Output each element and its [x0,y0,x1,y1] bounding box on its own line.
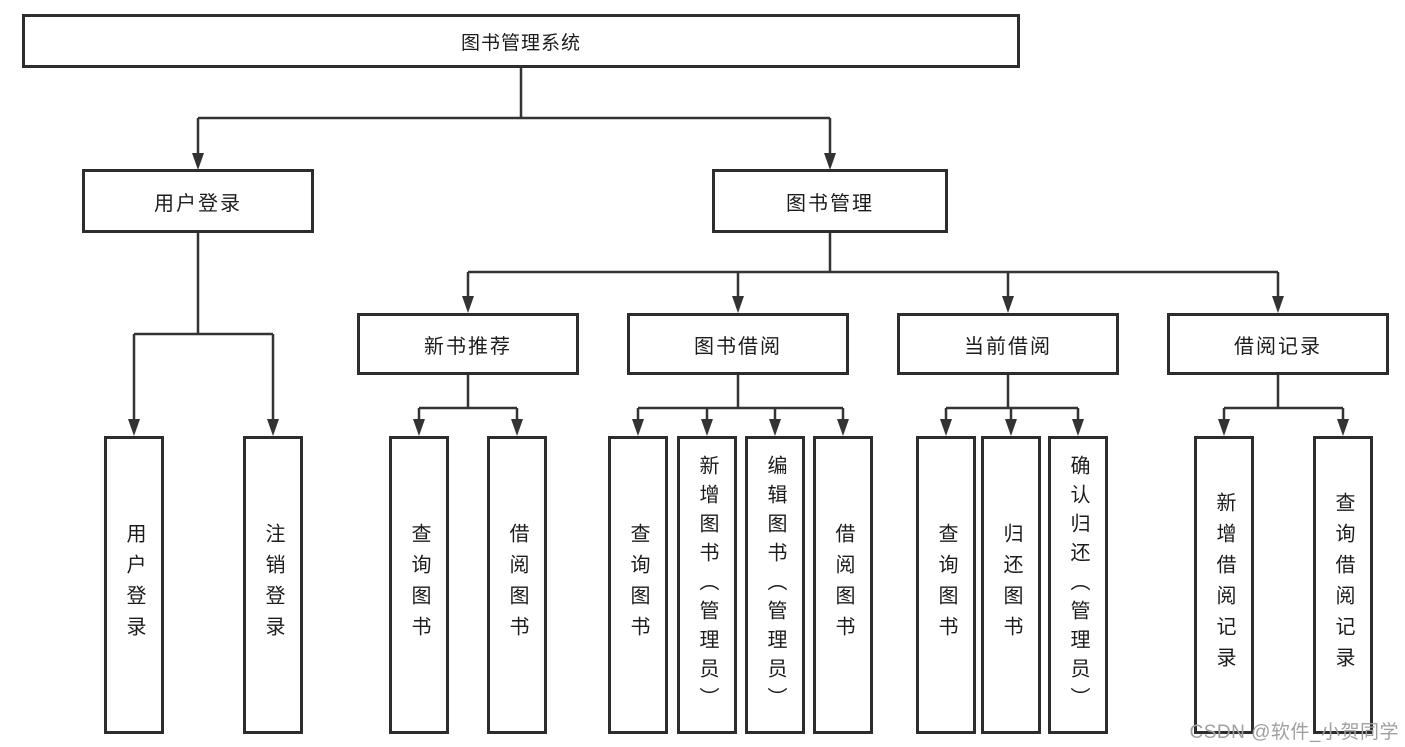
arrowhead-down-icon [511,419,523,436]
leaf-add-books-admin: 新增图书（管理员） [677,436,737,734]
leaf-label: 查询图书 [935,523,957,647]
node-new-book-recommend: 新书推荐 [357,313,579,375]
leaf-label: 编辑图书（管理员） [764,454,786,716]
arrowhead-down-icon [1072,419,1084,436]
leaf-label: 查询借阅记录 [1332,492,1354,678]
connector-book-borrowing-split [632,375,849,436]
leaf-return-books: 归还图书 [981,436,1041,734]
connector-new-book-recommend-split [413,375,523,436]
arrowhead-down-icon [462,296,474,313]
connector-root-split [192,68,836,170]
node-borrow-records: 借阅记录 [1167,313,1389,375]
arrowhead-down-icon [837,419,849,436]
arrowhead-down-icon [1337,419,1349,436]
leaf-label: 归还图书 [1000,523,1022,647]
leaf-add-borrow-record: 新增借阅记录 [1194,436,1254,734]
leaf-confirm-return-admin: 确认归还（管理员） [1048,436,1108,734]
leaf-label: 借阅图书 [506,523,528,647]
arrowhead-down-icon [824,153,836,170]
node-book-management: 图书管理 [712,169,948,233]
node-label: 新书推荐 [424,335,512,358]
arrowhead-down-icon [732,296,744,313]
arrowhead-down-icon [701,419,713,436]
connector-user-login-split [128,233,279,436]
leaf-user-login: 用户登录 [104,436,164,734]
arrowhead-down-icon [128,419,140,436]
leaf-borrow-books: 借阅图书 [813,436,873,734]
node-label: 借阅记录 [1234,335,1322,358]
node-label: 当前借阅 [964,335,1052,358]
leaf-logout: 注销登录 [243,436,303,734]
leaf-query-books-borrowing: 查询图书 [608,436,668,734]
connector-book-management-split [462,233,1284,313]
leaf-label: 用户登录 [123,523,145,647]
node-user-login: 用户登录 [82,169,314,233]
arrowhead-down-icon [940,419,952,436]
node-library-management-system: 图书管理系统 [22,14,1020,68]
leaf-edit-books-admin: 编辑图书（管理员） [745,436,805,734]
arrowhead-down-icon [267,419,279,436]
leaf-label: 新增图书（管理员） [696,454,718,716]
arrowhead-down-icon [769,419,781,436]
leaf-query-books-current: 查询图书 [916,436,976,734]
leaf-label: 查询图书 [627,523,649,647]
leaf-label: 查询图书 [408,523,430,647]
leaf-label: 注销登录 [262,523,284,647]
node-book-borrowing: 图书借阅 [627,313,849,375]
node-label: 图书借阅 [694,335,782,358]
arrowhead-down-icon [192,153,204,170]
node-label: 图书管理 [786,192,874,215]
node-current-borrowing: 当前借阅 [897,313,1119,375]
leaf-label: 确认归还（管理员） [1067,454,1089,716]
leaf-label: 新增借阅记录 [1213,492,1235,678]
leaf-query-borrow-record: 查询借阅记录 [1313,436,1373,734]
connector-current-borrowing-split [940,375,1084,436]
leaf-borrow-books-recommend: 借阅图书 [487,436,547,734]
arrowhead-down-icon [1005,419,1017,436]
arrowhead-down-icon [1272,296,1284,313]
arrowhead-down-icon [413,419,425,436]
leaf-query-books-recommend: 查询图书 [389,436,449,734]
arrowhead-down-icon [1218,419,1230,436]
node-label: 用户登录 [154,192,242,215]
connector-borrow-records-split [1218,375,1349,436]
node-label: 图书管理系统 [460,32,581,54]
leaf-label: 借阅图书 [832,523,854,647]
arrowhead-down-icon [632,419,644,436]
watermark: CSDN @软件_小贺同学 [1189,722,1399,743]
arrowhead-down-icon [1002,296,1014,313]
